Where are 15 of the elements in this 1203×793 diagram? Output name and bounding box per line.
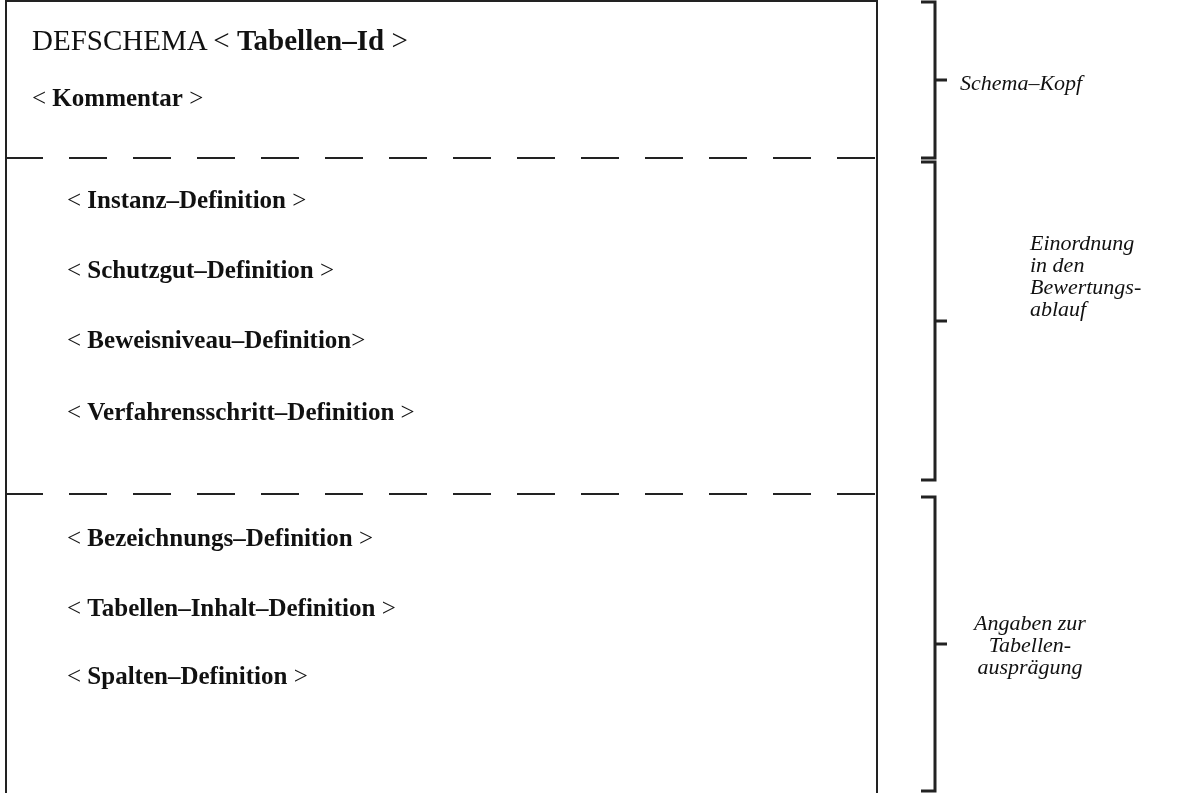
bracket-caption: Angaben zur Tabellen- ausprägung	[972, 612, 1087, 678]
definition-text: < Tabellen–Inhalt–Definition >	[67, 594, 396, 622]
schema-section	[5, 0, 878, 158]
definition-text: < Spalten–Definition >	[67, 662, 308, 690]
schema-section	[5, 494, 878, 793]
definition-text: < Schutzgut–Definition >	[67, 256, 335, 284]
definition-text: < Verfahrensschritt–Definition >	[67, 398, 415, 426]
definition-text: < Instanz–Definition >	[67, 186, 307, 214]
definition-text: < Bezeichnungs–Definition >	[67, 524, 373, 552]
bracket-caption: Einordnung in den Bewertungs- ablauf	[1030, 232, 1143, 320]
schema-section	[5, 158, 878, 494]
bracket-caption: Schema–Kopf	[960, 72, 1086, 94]
definition-text: DEFSCHEMA < Tabellen–Id >	[32, 24, 408, 57]
definition-text: < Beweisniveau–Definition>	[67, 326, 366, 354]
definition-text: < Kommentar >	[32, 84, 204, 112]
